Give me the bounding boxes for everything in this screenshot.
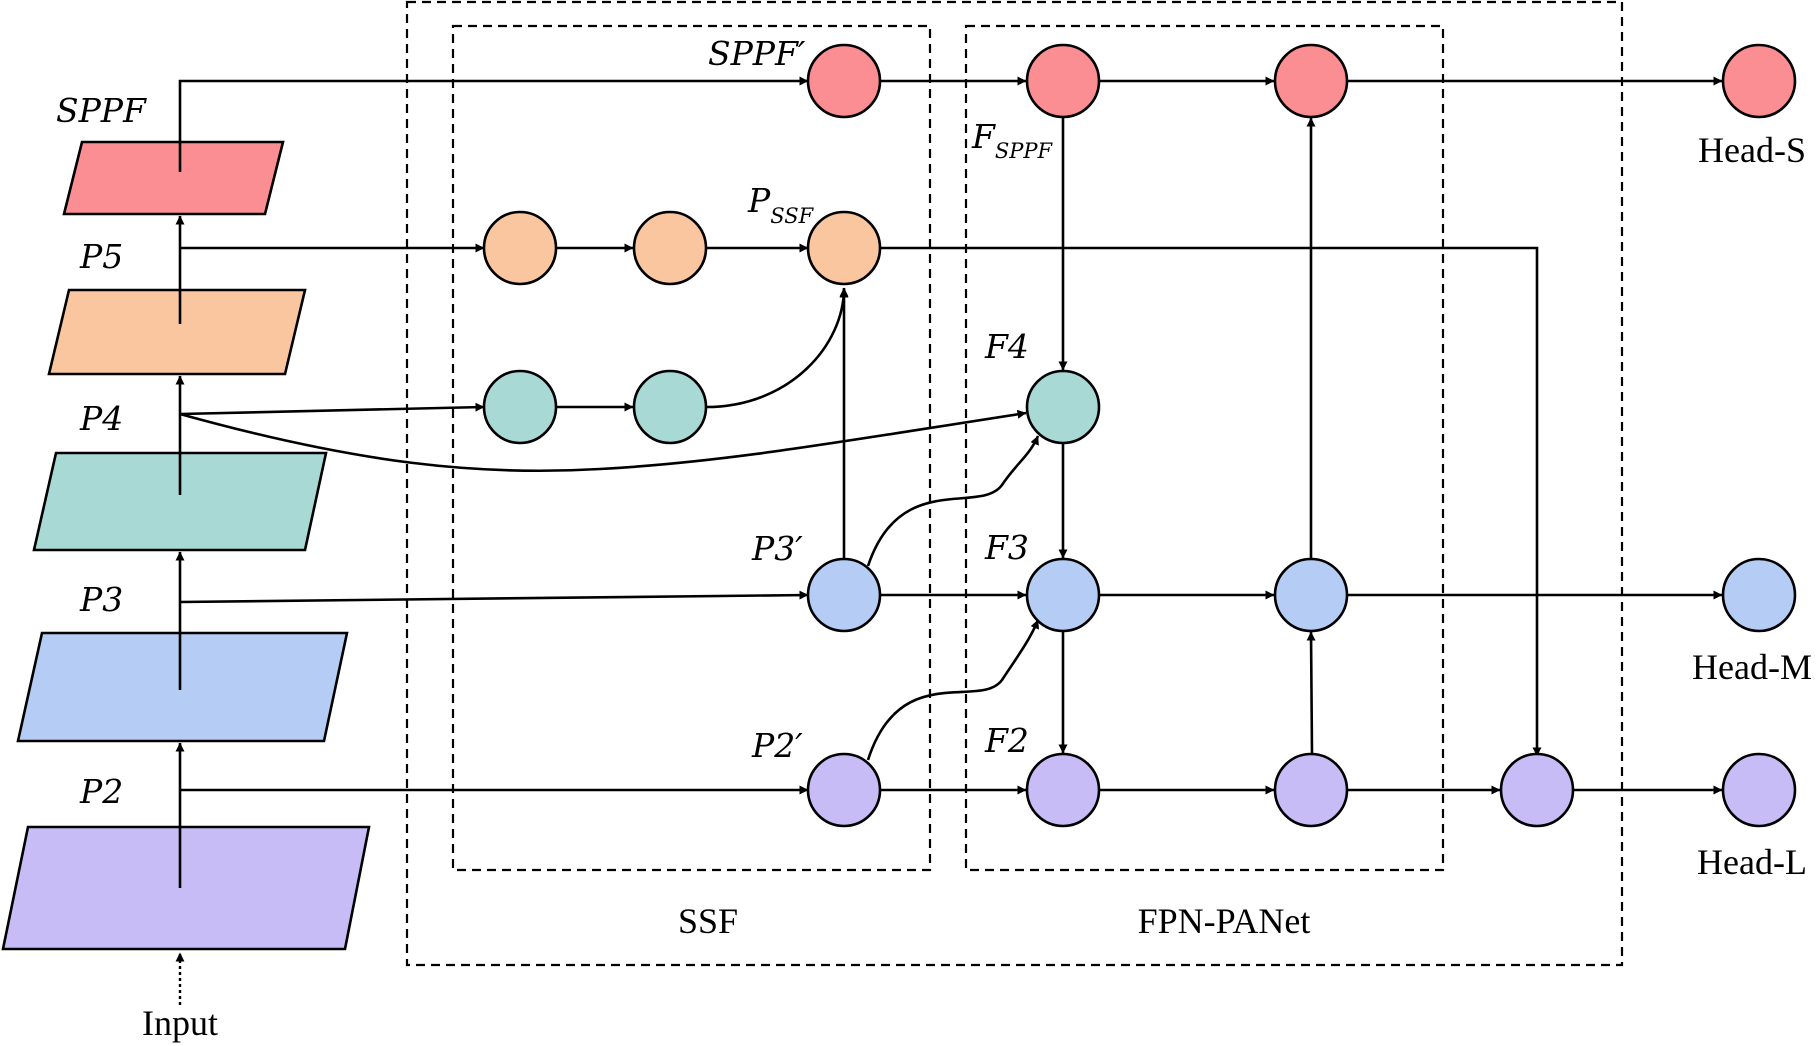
f-sppf-node [1025, 43, 1101, 119]
sppf-to-sppf-prime-edge [178, 76, 809, 172]
p-ssf-node [806, 210, 882, 286]
p5-label: P5 [79, 237, 123, 276]
p-ssf-label: PSSF [747, 181, 815, 228]
f2-node [1025, 752, 1101, 828]
p5-feature-block [47, 288, 307, 376]
head-l-label: Head-L [1697, 842, 1807, 882]
p3-label: P3 [79, 580, 123, 619]
head-m-label: Head-M [1692, 647, 1812, 687]
p3-prime-node [806, 557, 882, 633]
f3-label: F3 [984, 528, 1029, 567]
ssf-p5-node-b [632, 210, 708, 286]
sppf-prime-label: SPPF′ [708, 34, 806, 73]
p2-feature-block [1, 825, 371, 951]
sppf-prime-node [806, 43, 882, 119]
head-s-node [1721, 43, 1797, 119]
f4-node [1025, 369, 1101, 445]
ssf-p4-node-b [632, 369, 708, 445]
ssf-title: SSF [678, 901, 738, 941]
input-label: Input [142, 1003, 218, 1043]
f3-node [1025, 557, 1101, 633]
pan-low-node [1273, 752, 1349, 828]
p4-label: P4 [79, 399, 123, 438]
fpn-panet-title: FPN-PANet [1138, 901, 1311, 941]
f-sppf-label: FSPPF [971, 117, 1054, 163]
sppf-label: SPPF [56, 91, 147, 130]
p4-to-ssf-edge [179, 402, 485, 416]
p4-to-f4-edge [179, 409, 1027, 473]
p3-prime-label: P3′ [751, 529, 803, 568]
f2-label: F2 [984, 721, 1029, 760]
pan-low-to-pan-mid-edge [1306, 631, 1316, 754]
head-l-node [1721, 752, 1797, 828]
sppf-feature-block [62, 140, 285, 216]
p2-label: P2 [79, 772, 123, 811]
outer-neck-box [405, 0, 1624, 967]
p3-prime-to-f4-edge [866, 435, 1040, 567]
f4-label: F4 [984, 327, 1029, 366]
fpn-panet-box [964, 24, 1445, 872]
ssf-p4-b-to-pssf-edge [705, 287, 849, 409]
ssf-box [451, 24, 932, 872]
ssf-p4-node-a [482, 369, 558, 445]
p3-to-p3-prime-edge [179, 590, 809, 604]
p2-prime-label: P2′ [751, 726, 803, 765]
head-s-label: Head-S [1698, 130, 1806, 170]
pan-top-node [1273, 43, 1349, 119]
pssf-merge-node [1499, 752, 1575, 828]
p4-feature-block [32, 451, 328, 552]
head-m-node [1721, 557, 1797, 633]
pan-mid-node [1273, 557, 1349, 633]
pssf-to-bottom-pan-edge [880, 246, 1542, 757]
p2-prime-to-f3-edge [866, 619, 1040, 761]
p3-feature-block [16, 631, 349, 743]
ssf-p5-node-a [482, 210, 558, 286]
p2-prime-node [806, 752, 882, 828]
